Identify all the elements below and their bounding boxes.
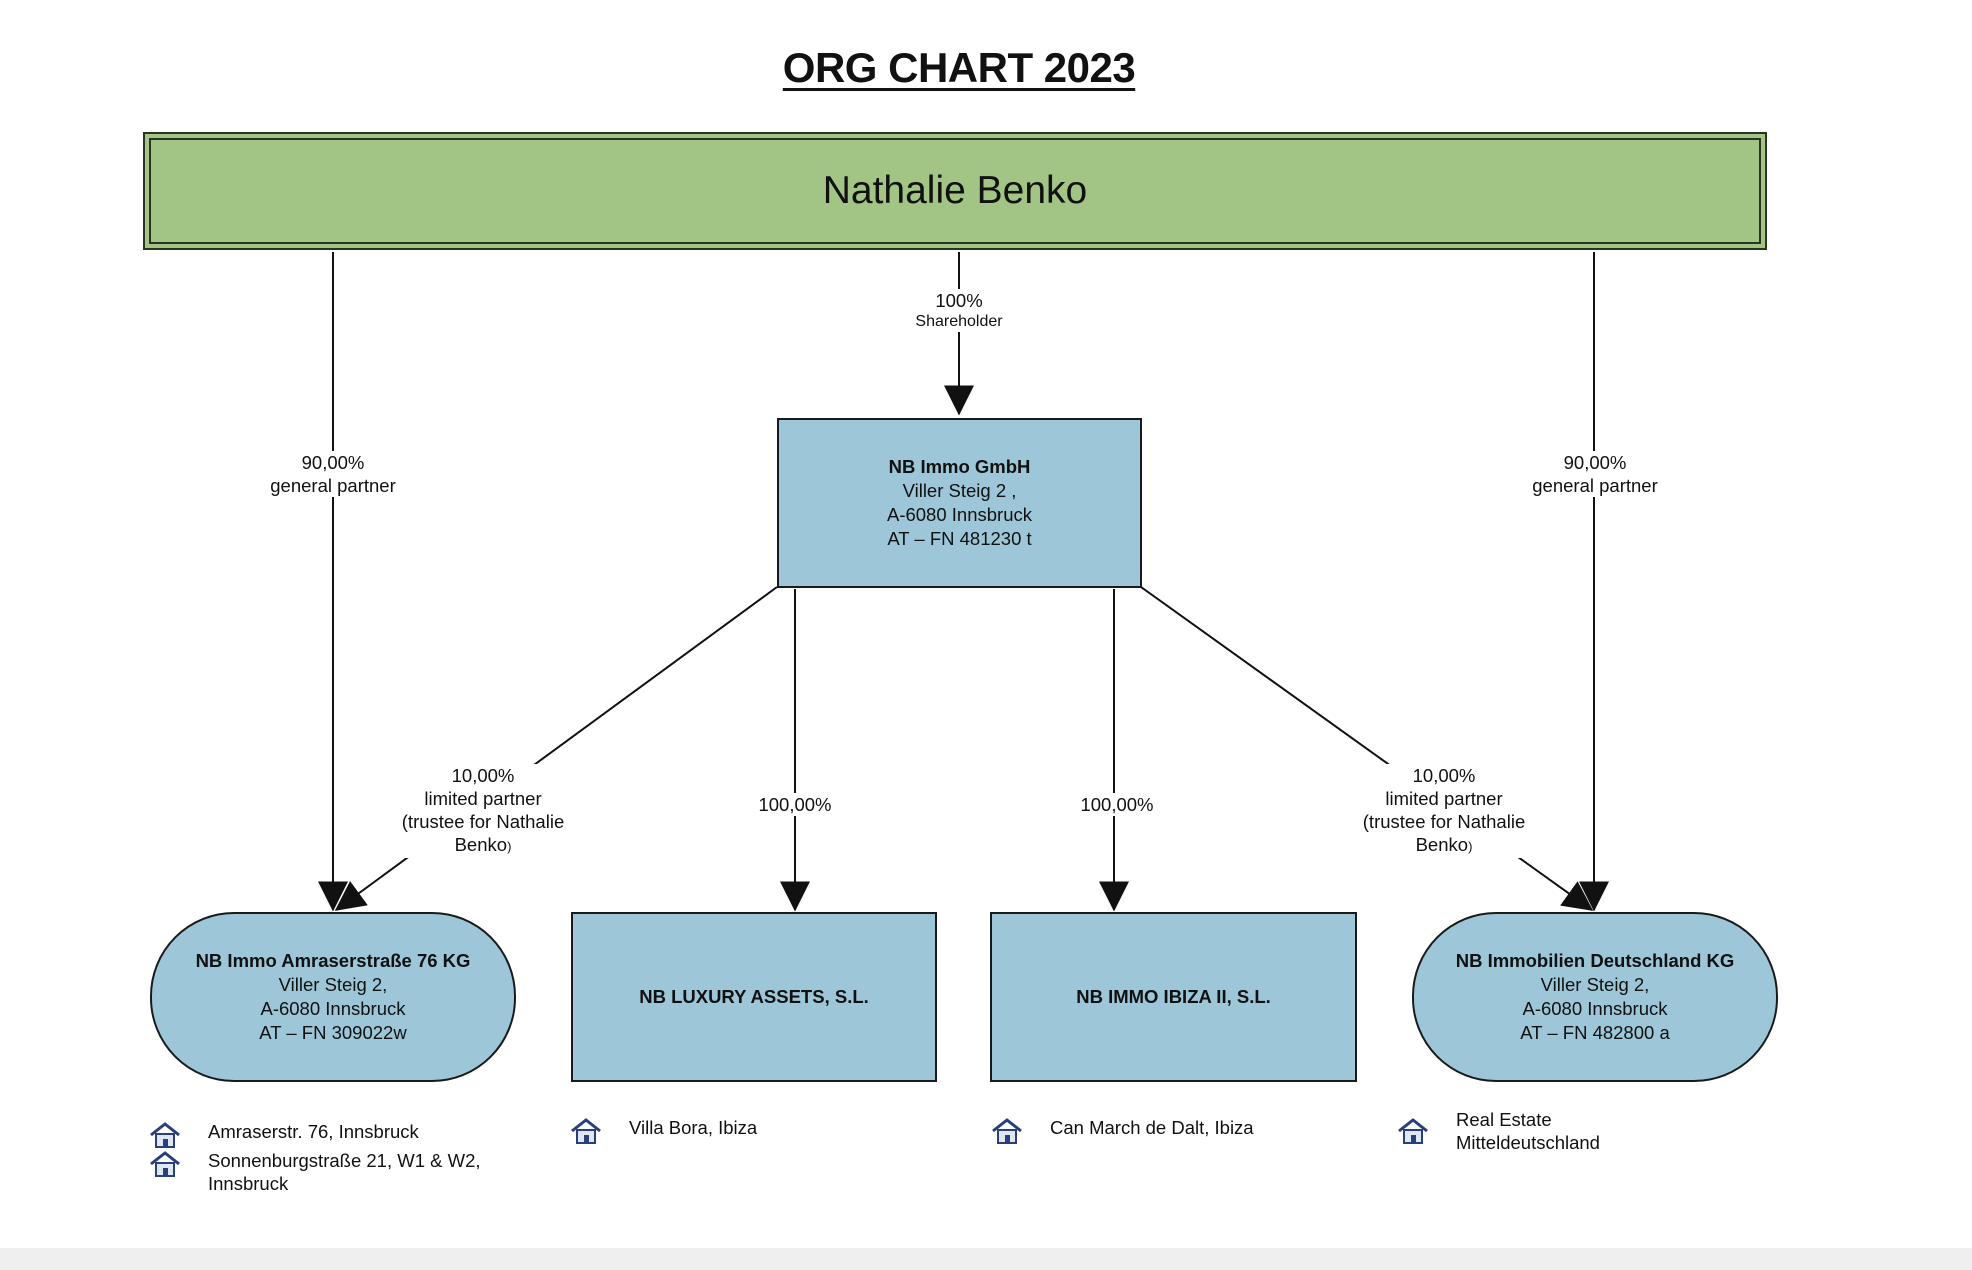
edge-pct: 90,00%	[1563, 452, 1627, 473]
deutschland-register: AT – FN 482800 a	[1520, 1022, 1670, 1043]
edge-label-holding-amras: 10,00% limited partner (trustee for Nath…	[401, 764, 565, 858]
amras-address-line2: A-6080 Innsbruck	[260, 998, 406, 1019]
property-item: Real Estate Mitteldeutschland	[1396, 1108, 1600, 1154]
edge-pct: 10,00%	[451, 765, 515, 786]
chart-title: ORG CHART 2023	[782, 44, 1136, 91]
edge-label-owner-holding: 100% Shareholder	[915, 289, 1003, 332]
property-text: Can March de Dalt, Ibiza	[1050, 1117, 1254, 1138]
owner-name: Nathalie Benko	[822, 169, 1088, 212]
edge-role: Shareholder	[915, 313, 1003, 330]
edge-pct: 90,00%	[301, 452, 365, 473]
holding-name: NB Immo GmbH	[888, 456, 1031, 477]
property-text: Villa Bora, Ibiza	[629, 1117, 758, 1138]
holding-address-line2: A-6080 Innsbruck	[886, 504, 1032, 525]
property-text: Amraserstr. 76, Innsbruck	[208, 1121, 419, 1142]
edge-role-detail: (trustee for Nathalie	[401, 811, 565, 832]
amras-name: NB Immo Amraserstraße 76 KG	[195, 950, 471, 971]
house-icon	[1398, 1118, 1428, 1144]
edge-label-holding-luxury: 100,00%	[758, 793, 832, 816]
edge-holding-amras	[334, 586, 778, 911]
property-item: Sonnenburgstraße 21, W1 & W2, Innsbruck	[148, 1149, 528, 1195]
edge-role: limited partner	[1385, 788, 1503, 809]
deutschland-address-line2: A-6080 Innsbruck	[1522, 998, 1668, 1019]
edge-pct: 10,00%	[1412, 765, 1476, 786]
edge-pct: 100%	[935, 290, 983, 311]
deutschland-node: NB Immobilien Deutschland KG Viller Stei…	[1412, 912, 1778, 1082]
amras-register: AT – FN 309022w	[259, 1022, 407, 1043]
ibiza-node: NB IMMO IBIZA II, S.L.	[990, 912, 1357, 1082]
edge-label-holding-deutschland: 10,00% limited partner (trustee for Nath…	[1362, 764, 1526, 858]
house-icon	[150, 1151, 180, 1177]
edge-role-detail-end: Benko)	[454, 834, 512, 855]
edge-label-owner-deutschland: 90,00% general partner	[1532, 451, 1658, 497]
luxury-name: NB LUXURY ASSETS, S.L.	[639, 986, 869, 1007]
page-bottom-edge	[0, 1248, 1972, 1270]
edge-role-detail: (trustee for Nathalie	[1362, 811, 1526, 832]
property-text: Real Estate Mitteldeutschland	[1456, 1109, 1600, 1153]
deutschland-address-line1: Viller Steig 2,	[1540, 974, 1650, 995]
house-icon	[992, 1118, 1022, 1144]
amras-node: NB Immo Amraserstraße 76 KG Viller Steig…	[150, 912, 516, 1082]
edge-label-holding-ibiza: 100,00%	[1080, 793, 1154, 816]
holding-address-line1: Viller Steig 2 ,	[902, 480, 1017, 501]
property-item: Villa Bora, Ibiza	[569, 1116, 909, 1146]
holding-register: AT – FN 481230 t	[887, 528, 1032, 549]
holding-node: NB Immo GmbH Viller Steig 2 , A-6080 Inn…	[777, 418, 1142, 588]
amras-address-line1: Viller Steig 2,	[278, 974, 388, 995]
ibiza-name: NB IMMO IBIZA II, S.L.	[1076, 986, 1271, 1007]
edge-role: general partner	[270, 475, 396, 496]
edge-role: limited partner	[424, 788, 542, 809]
property-text: Sonnenburgstraße 21, W1 & W2, Innsbruck	[208, 1150, 481, 1194]
edge-holding-deutschland	[1140, 586, 1594, 911]
house-icon	[150, 1122, 180, 1148]
property-item: Amraserstr. 76, Innsbruck	[148, 1120, 528, 1150]
deutschland-name: NB Immobilien Deutschland KG	[1455, 950, 1735, 971]
property-item: Can March de Dalt, Ibiza	[990, 1116, 1370, 1146]
edge-pct: 100,00%	[758, 794, 832, 815]
luxury-node: NB LUXURY ASSETS, S.L.	[571, 912, 937, 1082]
edge-label-owner-amras: 90,00% general partner	[270, 451, 396, 497]
edge-pct: 100,00%	[1080, 794, 1154, 815]
edge-role-detail-end: Benko)	[1415, 834, 1473, 855]
house-icon	[571, 1118, 601, 1144]
edge-role: general partner	[1532, 475, 1658, 496]
owner-box: Nathalie Benko	[143, 132, 1767, 250]
